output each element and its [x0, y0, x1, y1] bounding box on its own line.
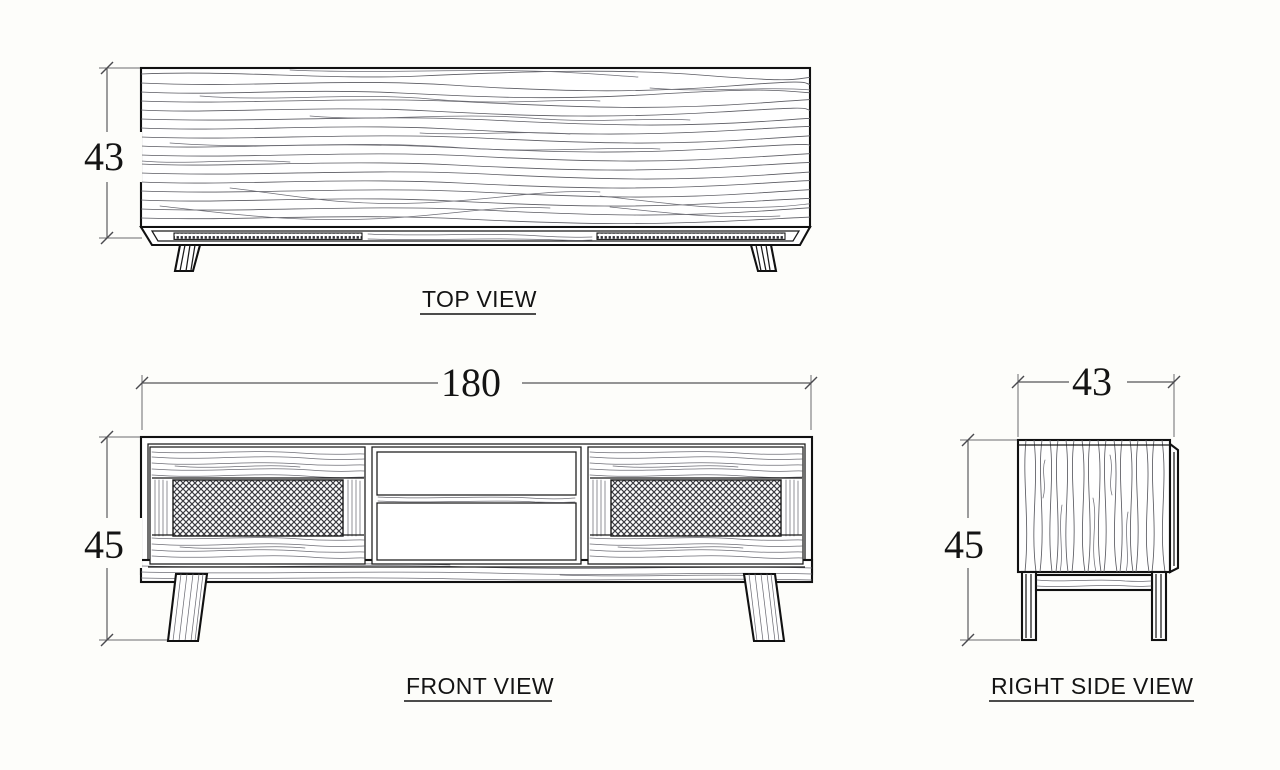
top-view-cane-strip-left — [173, 232, 363, 240]
front-view-leg-right — [742, 572, 786, 643]
top-view-leg-left — [173, 243, 202, 273]
right-side-view-wood-grain — [1024, 440, 1166, 572]
top-view-group: TOP VIEW — [99, 61, 812, 315]
front-view-cane-panel-left — [172, 479, 344, 537]
front-view-carcass — [139, 435, 814, 584]
dimension-side-depth — [1011, 374, 1181, 437]
right-side-view-leg-front — [1020, 570, 1038, 642]
front-view-base-rail — [139, 558, 814, 584]
front-view-center-shelves — [371, 446, 582, 565]
front-view-door-right[interactable] — [587, 446, 804, 565]
front-view-shelf-upper — [376, 451, 577, 496]
top-view-wood-grain — [141, 69, 810, 225]
front-view-cane-panel-right — [610, 479, 782, 537]
front-view-leg-left — [166, 572, 209, 643]
right-side-view-body — [1016, 438, 1180, 574]
dimension-value-front-height: 45 — [84, 522, 124, 567]
right-side-view-leg-back — [1150, 570, 1168, 642]
top-view-front-edge — [139, 225, 812, 247]
right-side-view-group: RIGHT SIDE VIEW — [960, 374, 1194, 702]
right-side-view-label: RIGHT SIDE VIEW — [991, 673, 1193, 699]
dimension-value-side-depth: 43 — [1072, 359, 1112, 404]
top-view-leg-right — [749, 243, 778, 273]
dimension-value-front-width: 180 — [441, 360, 501, 405]
dimension-value-top-depth: 43 — [84, 134, 124, 179]
dimension-numerals: 43 180 45 43 45 — [80, 132, 1127, 568]
right-side-view-cross-rail — [1034, 573, 1154, 592]
top-view-label: TOP VIEW — [422, 286, 537, 312]
top-view-cane-strip-right — [596, 232, 786, 240]
dimension-value-side-height: 45 — [944, 522, 984, 567]
front-view-shelf-lower — [376, 502, 577, 561]
dimension-front-width — [135, 375, 818, 430]
front-view-group: FRONT VIEW — [99, 375, 818, 702]
front-view-label: FRONT VIEW — [406, 673, 554, 699]
front-view-door-left[interactable] — [149, 446, 366, 565]
top-view-body — [139, 66, 812, 273]
